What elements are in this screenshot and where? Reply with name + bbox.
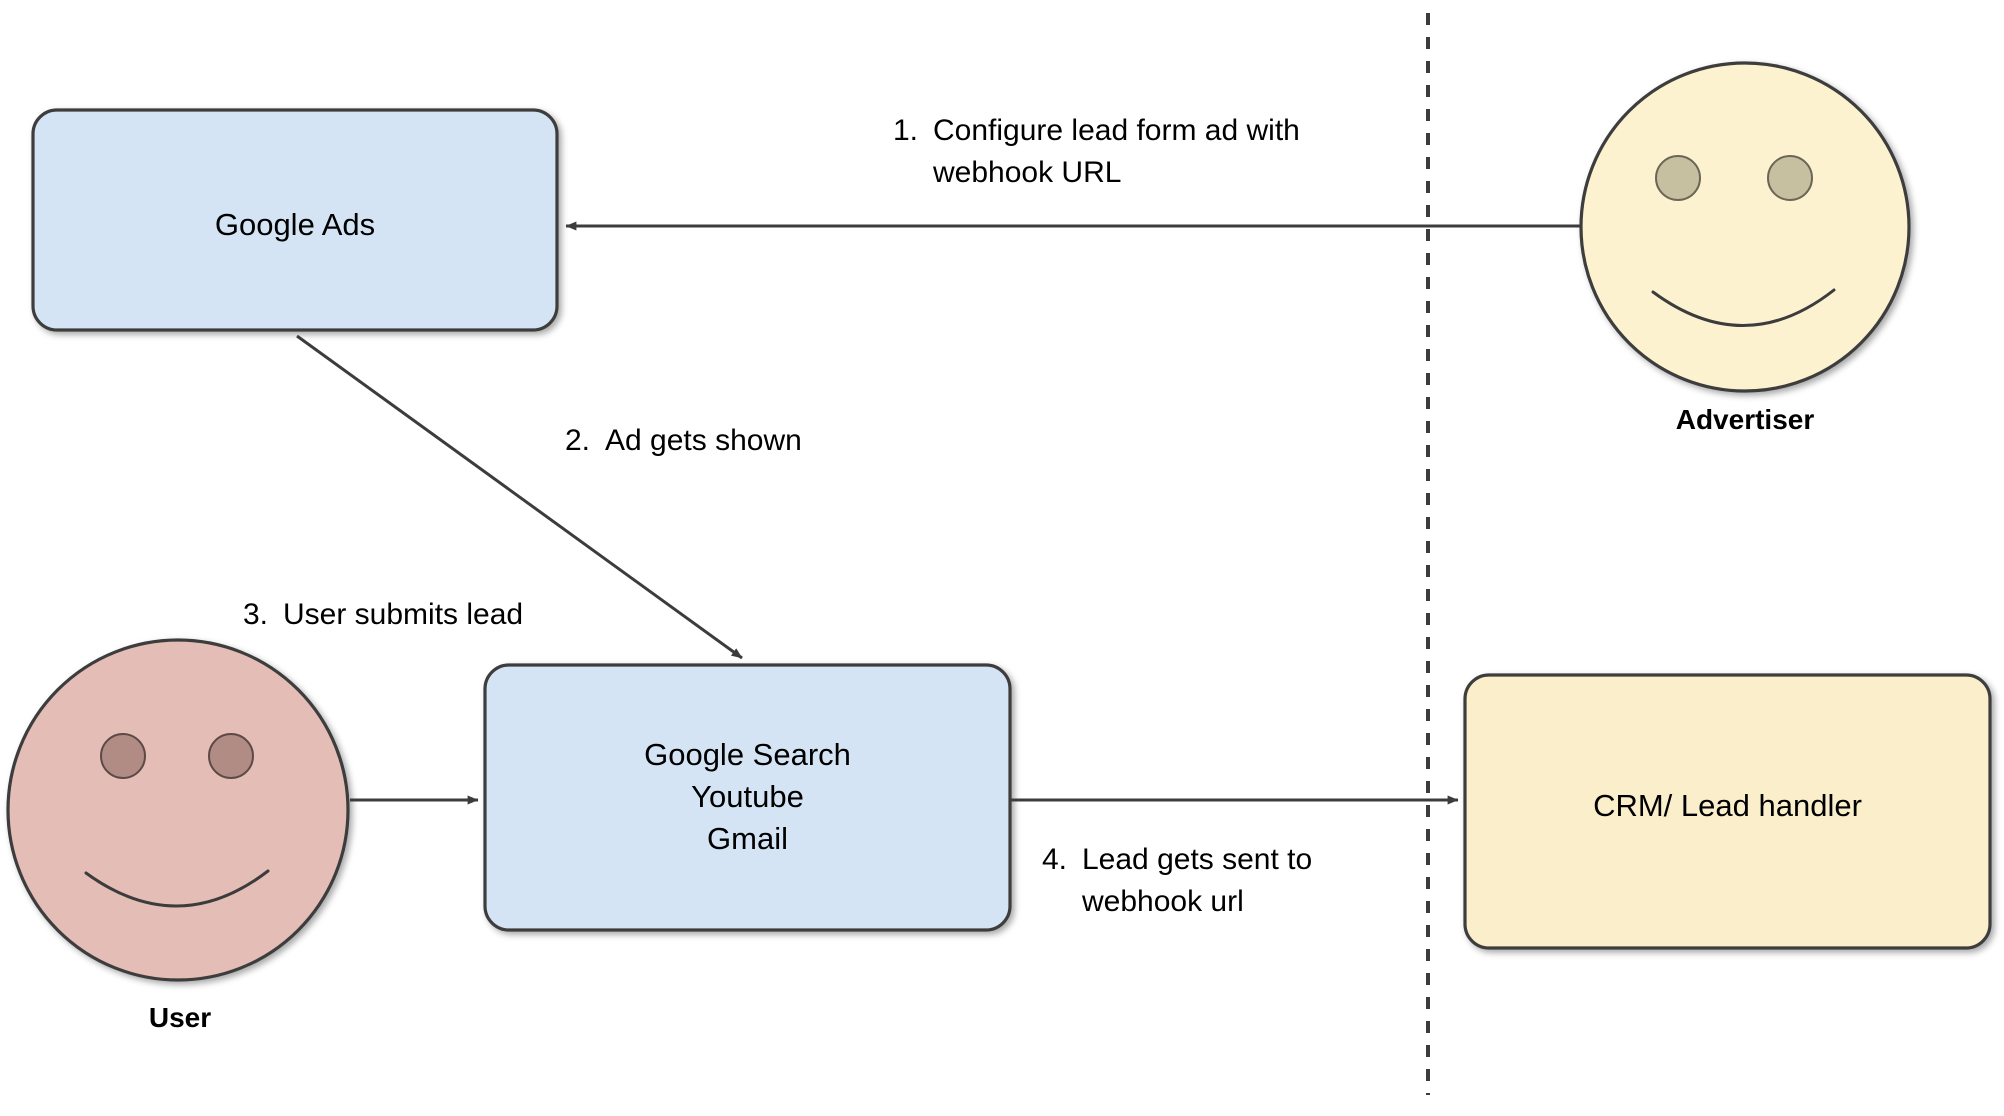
step-3-number: 3.	[243, 598, 269, 631]
step-2-number: 2.	[565, 424, 591, 457]
node-crm[interactable]	[1463, 673, 1992, 950]
step-4-number: 4.	[1042, 843, 1068, 876]
google-ads-box[interactable]	[31, 108, 559, 332]
user-face-circle[interactable]	[6, 638, 350, 982]
node-user[interactable]	[6, 638, 350, 982]
step-1-text: Configure lead form ad with webhook URL	[933, 114, 1300, 189]
step-4-label: 4. Lead gets sent to webhook url	[1042, 839, 1442, 923]
user-smile-icon	[84, 869, 270, 908]
step-3-text: User submits lead	[283, 598, 524, 631]
step-3-label: 3. User submits lead	[243, 594, 643, 636]
node-google-ads[interactable]	[31, 108, 559, 332]
advertiser-right-eye-icon	[1767, 155, 1813, 201]
node-google-surfaces[interactable]	[483, 663, 1012, 932]
edge-google-ads-to-surfaces	[296, 334, 743, 660]
user-caption: User	[148, 1002, 212, 1033]
surfaces-label-line-2: Youtube	[691, 779, 804, 814]
step-2-text: Ad gets shown	[605, 424, 802, 457]
google-ads-label: Google Ads	[214, 207, 376, 242]
step-2-label: 2. Ad gets shown	[565, 420, 995, 462]
google-surfaces-box[interactable]	[483, 663, 1012, 932]
surfaces-label-line-3: Gmail	[707, 821, 788, 856]
step-1-label: 1. Configure lead form ad with webhook UR…	[893, 110, 1413, 194]
advertiser-left-eye-icon	[1655, 155, 1701, 201]
crm-box[interactable]	[1463, 673, 1992, 950]
user-right-eye-icon	[208, 733, 254, 779]
user-left-eye-icon	[100, 733, 146, 779]
advertiser-face-circle[interactable]	[1579, 61, 1911, 393]
step-1-number: 1.	[893, 114, 919, 147]
surfaces-label-line-1: Google Search	[644, 737, 851, 772]
step-4-text: Lead gets sent to webhook url	[1082, 843, 1313, 918]
advertiser-caption: Advertiser	[1675, 404, 1815, 435]
node-advertiser[interactable]	[1579, 61, 1911, 393]
advertiser-smile-icon	[1651, 288, 1836, 327]
crm-label: CRM/ Lead handler	[1593, 788, 1862, 823]
